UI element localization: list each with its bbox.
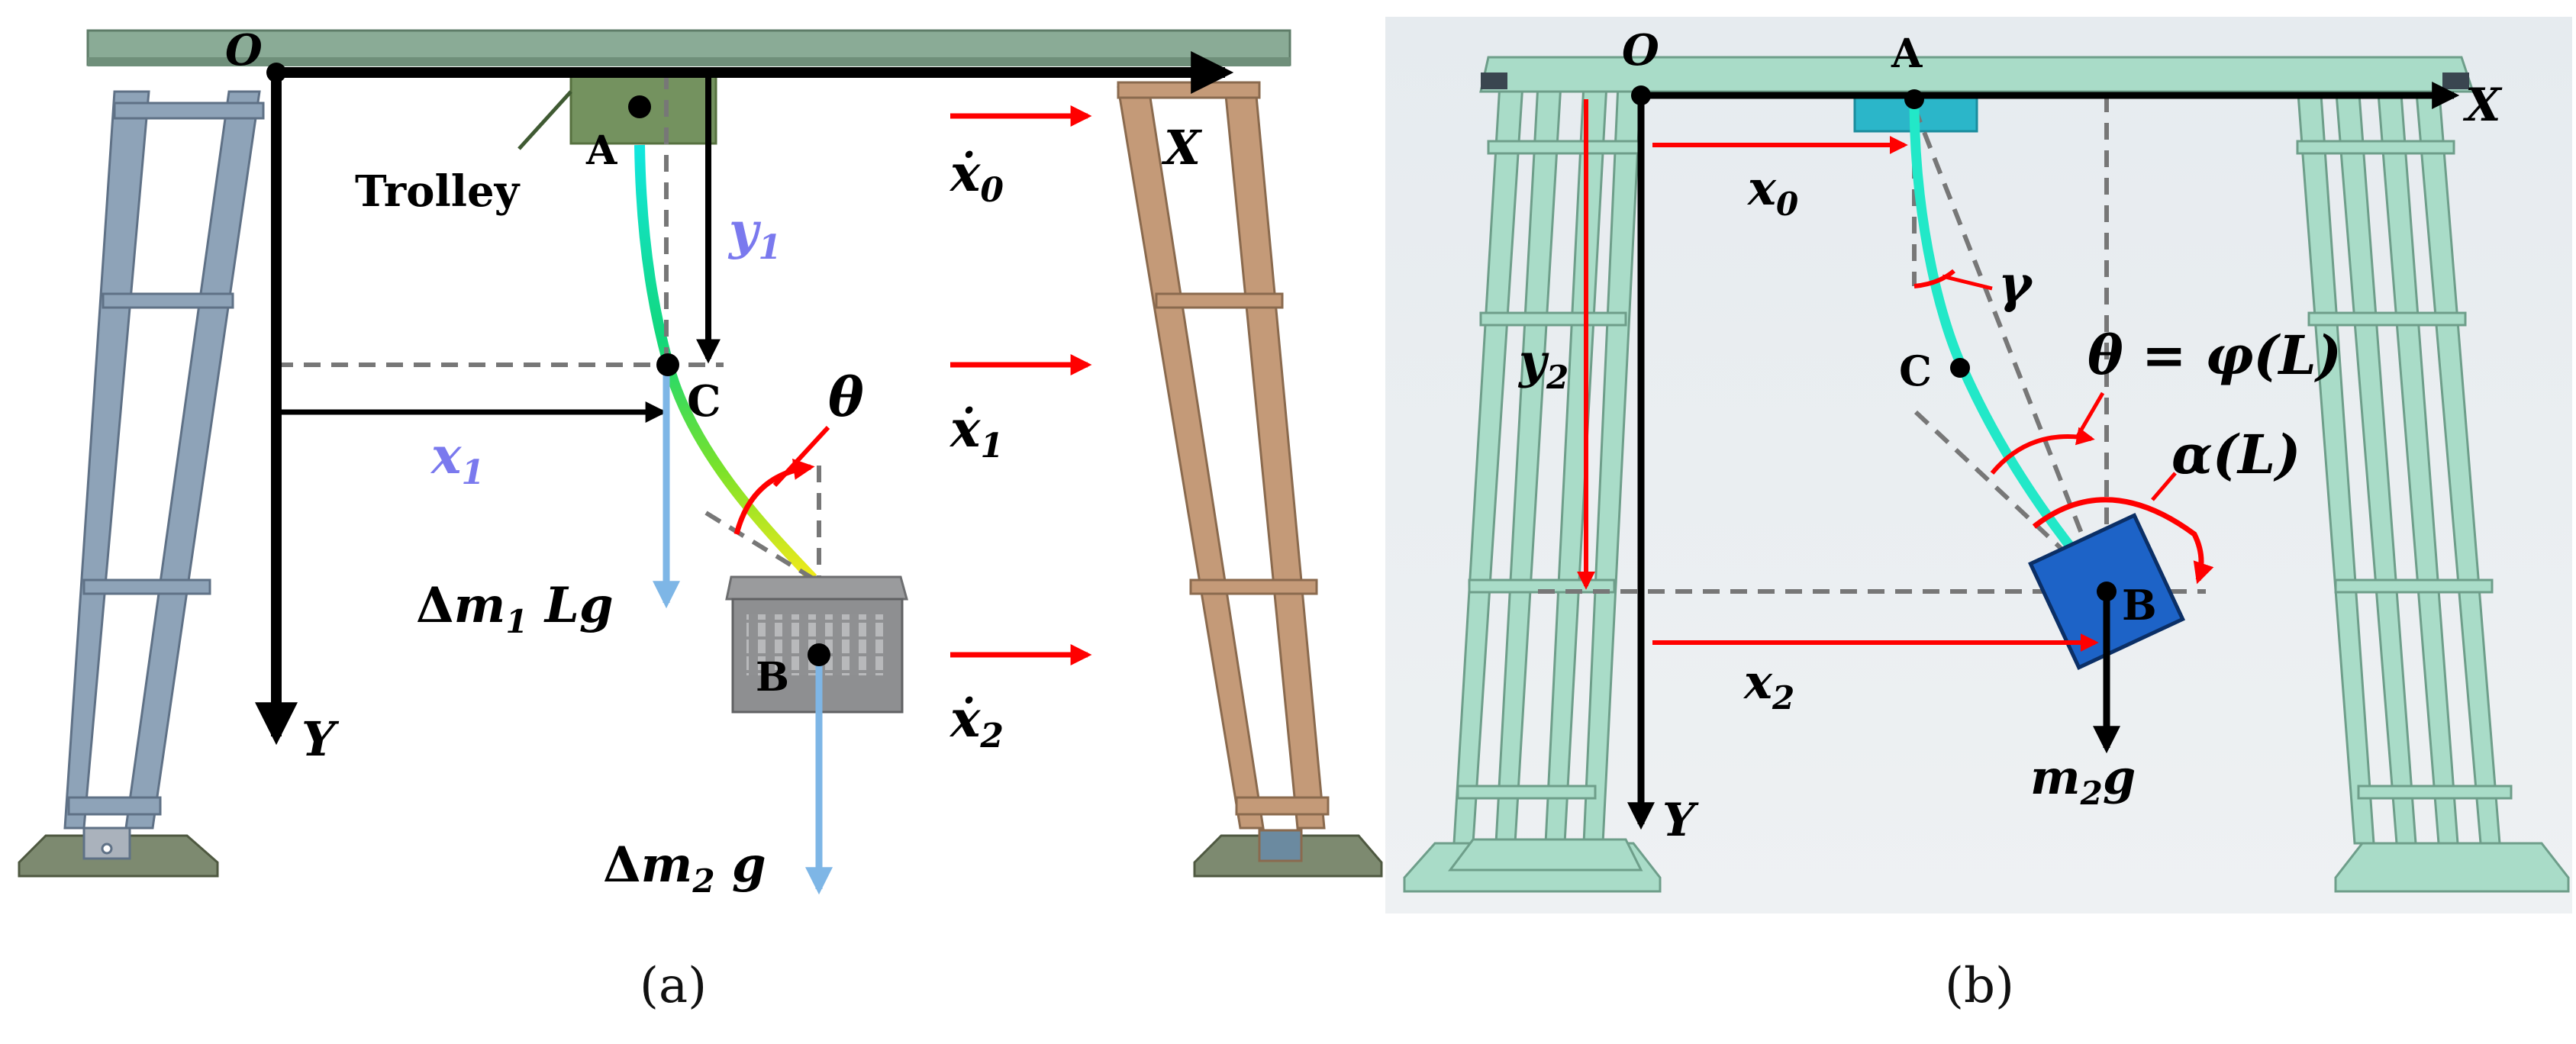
x-axis-label-b: X [2462, 79, 2503, 132]
theta-label-a: θ [828, 366, 864, 429]
right-leg-a [1117, 81, 1383, 878]
point-b-label-b: B [2122, 581, 2157, 630]
x-axis-label-a: X [1161, 120, 1203, 176]
point-c-label-b: C [1899, 346, 1932, 395]
tangent-guide [1913, 410, 2105, 590]
point-a-dot [628, 95, 651, 118]
left-leg-a [18, 90, 265, 878]
right-frame-b [2296, 82, 2570, 893]
y-axis-label-b: Y [1662, 794, 1699, 847]
x2-label: x2 [1743, 654, 1794, 717]
panel-b: O A X Y C B x0 x2 y2 γ θ = φ(L) α(L) m2g [1385, 17, 2572, 914]
point-a-dot-b [1904, 89, 1924, 109]
caption-b: (b) [1945, 958, 2014, 1014]
panel-a: O X Y A C B Trolley x1 y1 θ ẋ0 ẋ1 ẋ2 Δm1… [18, 25, 1383, 900]
alpha-leader [2151, 472, 2177, 501]
point-c-label: C [687, 376, 721, 427]
point-c-dot-b [1950, 358, 1970, 378]
theta-arc-a [733, 459, 815, 535]
origin-dot-b [1631, 85, 1651, 105]
weight-label: m2g [2030, 749, 2136, 812]
x1-label: x1 [430, 426, 485, 492]
force-m1-label: Δm1 Lg [416, 577, 614, 640]
xdot2-label: ẋ2 [949, 689, 1004, 756]
origin-label-a: O [225, 25, 263, 76]
xdot1-label: ẋ1 [949, 399, 1004, 466]
point-a-label: A [585, 127, 617, 174]
force-m2-label: Δm2 g [603, 836, 766, 900]
gamma-label: γ [1998, 254, 2034, 314]
xdot0-label: ẋ0 [949, 143, 1004, 210]
point-b-label: B [756, 654, 789, 701]
trolley-label: Trolley [355, 166, 521, 217]
point-c-dot [656, 353, 679, 376]
alpha-label: α(L) [2171, 423, 2300, 486]
point-b-dot [808, 643, 830, 666]
trolley-leader-line [517, 90, 572, 150]
y2-label: y2 [1517, 334, 1568, 396]
y-axis-label-a: Y [301, 711, 340, 767]
theta-leader-b [2074, 392, 2105, 440]
y1-label: y1 [727, 201, 782, 267]
x0-label: x0 [1746, 160, 1798, 223]
gamma-leader [1942, 274, 1993, 291]
alpha-arc [2032, 497, 2214, 585]
origin-dot-a [266, 63, 286, 82]
tilt-guide [704, 511, 814, 581]
caption-a: (a) [640, 958, 708, 1014]
chord-guide [1912, 105, 2105, 589]
gamma-arc [1913, 269, 1955, 288]
point-a-label-b: A [1891, 31, 1923, 77]
theta-phi-label: θ = φ(L) [2088, 324, 2342, 387]
theta-leader-a [772, 425, 830, 488]
origin-label-b: O [1622, 25, 1659, 76]
point-b-dot-b [2097, 582, 2117, 601]
